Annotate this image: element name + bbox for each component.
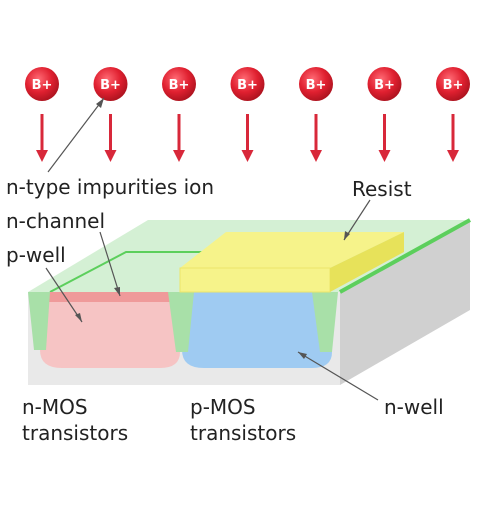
isolation-oxide-left: [28, 292, 50, 350]
boron-ion: B+: [93, 67, 128, 162]
resist-pointer-head: [344, 231, 350, 240]
boron-ion: B+: [367, 67, 402, 162]
n-channel-pointer-head: [114, 287, 120, 296]
ion-label: B+: [32, 78, 53, 93]
ion-arrow-head: [378, 150, 391, 162]
ion-label: B+: [374, 78, 395, 93]
n-channel-region: [42, 292, 175, 302]
p-well-pointer: [45, 267, 83, 323]
boron-ion: B+: [162, 67, 196, 162]
n-channel-pointer: [99, 231, 121, 297]
resist-block: [179, 232, 404, 293]
n-well-pointer-head: [298, 352, 307, 359]
ion-circle: [162, 67, 196, 101]
boron-ion: B+: [25, 67, 59, 162]
ion-circle: [25, 67, 59, 101]
boron-ion: B+: [230, 67, 265, 162]
ion-label: B+: [306, 78, 327, 93]
resist-side-face: [330, 232, 404, 292]
p-mos-label-line2: transistors: [190, 421, 296, 445]
ion-arrow-head: [36, 150, 48, 162]
ion-label: B+: [443, 78, 464, 93]
n-mos-label-line2: transistors: [22, 421, 128, 445]
ion-circle: [299, 67, 333, 101]
ion-circle: [93, 67, 128, 101]
p-well-label: p-well: [6, 243, 66, 267]
impurities-pointer-head: [96, 98, 104, 108]
boron-ion: B+: [436, 67, 470, 162]
resist-label: Resist: [352, 177, 412, 201]
ion-label: B+: [237, 78, 258, 93]
substrate-side-face: [340, 220, 470, 385]
n-well-region: [182, 292, 332, 368]
ion-circle: [230, 67, 265, 101]
ion-label: B+: [100, 78, 121, 93]
p-well-pointer-head: [75, 313, 82, 322]
impurities-pointer: [47, 97, 105, 173]
n-well-pointer: [297, 351, 379, 401]
p-well-region: [40, 292, 180, 368]
ion-arrow-head: [241, 150, 254, 162]
boron-ion: B+: [299, 67, 333, 162]
ion-circle: [367, 67, 402, 101]
impurities-label: n-type impurities ion: [6, 175, 214, 199]
isolation-oxide-middle: [168, 292, 194, 352]
ion-arrow-head: [447, 150, 459, 162]
ion-circle: [436, 67, 470, 101]
p-mos-label-line1: p-MOS: [190, 395, 256, 419]
ion-arrow-head: [310, 150, 322, 162]
resist-top-face: [180, 232, 404, 268]
ion-beam-group: B+ B+ B+ B+ B+ B+ B+: [25, 67, 470, 162]
n-channel-label: n-channel: [6, 209, 105, 233]
isolation-oxide-right: [312, 292, 338, 352]
ion-arrow-head: [173, 150, 185, 162]
ion-label: B+: [169, 78, 190, 93]
substrate-top-edge: [339, 218, 471, 294]
n-well-label: n-well: [384, 395, 444, 419]
ion-arrow-head: [104, 150, 117, 162]
n-mos-label-line1: n-MOS: [22, 395, 88, 419]
resist-front-face: [179, 267, 331, 293]
